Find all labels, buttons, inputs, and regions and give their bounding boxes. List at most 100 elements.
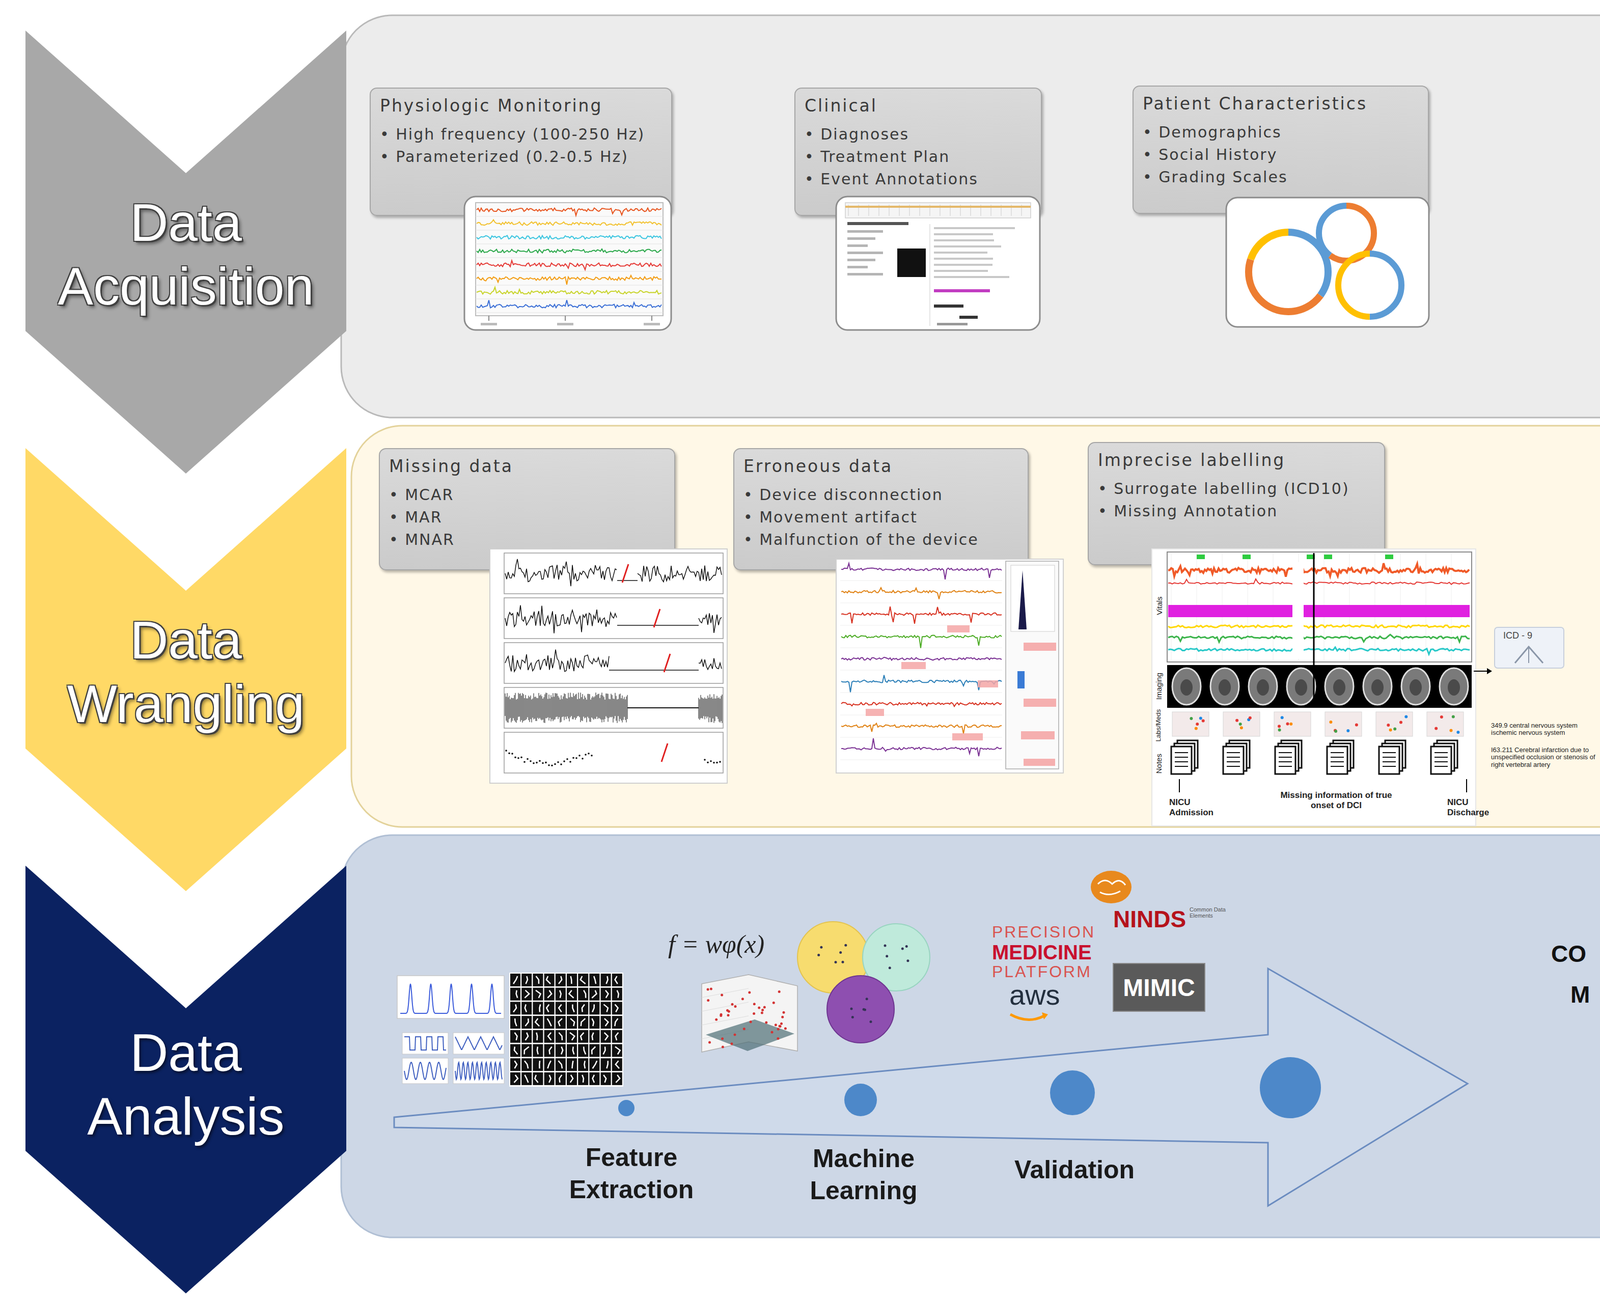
lab-dot bbox=[1389, 728, 1393, 732]
digit-cell bbox=[566, 973, 577, 987]
category-box: Erroneous data• Device disconnection• Mo… bbox=[733, 448, 1029, 571]
digit-cell bbox=[544, 1030, 555, 1043]
data-dot bbox=[508, 752, 511, 755]
digit-stroke bbox=[536, 1032, 538, 1041]
artifact-highlight bbox=[901, 661, 926, 670]
digit-cell bbox=[555, 1044, 566, 1058]
stage-label: Validation bbox=[1014, 1153, 1135, 1186]
cluster bbox=[826, 975, 895, 1043]
lab-dot bbox=[1451, 715, 1455, 719]
waveform bbox=[404, 1062, 447, 1080]
digit-stroke bbox=[514, 1060, 517, 1069]
data-point bbox=[733, 1033, 737, 1036]
axis-label: Notes bbox=[1154, 753, 1164, 774]
digit-stroke bbox=[546, 976, 551, 984]
text-bar bbox=[933, 251, 988, 254]
text-bar bbox=[847, 237, 876, 240]
note-page bbox=[1430, 746, 1452, 775]
digit-cell bbox=[577, 1072, 589, 1086]
data-dot bbox=[517, 757, 520, 760]
bullet-item: • Diagnoses bbox=[804, 123, 1033, 146]
digit-stroke bbox=[558, 1004, 562, 1012]
note-line bbox=[1226, 756, 1240, 758]
note-line bbox=[1434, 756, 1448, 758]
plot-frame bbox=[504, 642, 724, 684]
data-point bbox=[763, 1006, 766, 1009]
text-bar bbox=[847, 244, 868, 247]
data-dot bbox=[532, 762, 535, 765]
digit-cell bbox=[589, 1015, 600, 1029]
signal-trace bbox=[841, 635, 1002, 649]
digit-stroke bbox=[615, 1004, 619, 1012]
digit-cell bbox=[521, 1072, 532, 1086]
artifact-highlight bbox=[1023, 758, 1056, 766]
data-dot bbox=[703, 758, 706, 761]
digit-cell bbox=[532, 1058, 543, 1071]
cluster-point bbox=[834, 960, 838, 964]
lab-dot bbox=[1194, 727, 1198, 731]
mimic-badge bbox=[1113, 963, 1205, 1012]
artifact-highlight bbox=[1023, 642, 1057, 651]
artifact-highlight bbox=[865, 708, 885, 716]
digit-cell bbox=[510, 973, 521, 987]
digit-stroke bbox=[603, 1046, 606, 1055]
pointer-head bbox=[1486, 668, 1493, 675]
data-dot bbox=[578, 754, 581, 757]
digit-stroke bbox=[559, 990, 562, 999]
grid-line bbox=[840, 759, 1003, 761]
note-page bbox=[1171, 746, 1192, 775]
data-dot bbox=[557, 761, 560, 764]
data-point bbox=[721, 1045, 725, 1049]
grid-line bbox=[701, 1002, 749, 1012]
digit-stroke bbox=[561, 1046, 563, 1055]
digit-stroke bbox=[514, 1018, 517, 1027]
text-bar bbox=[933, 269, 988, 272]
gap-marker bbox=[664, 653, 671, 673]
aws-smile bbox=[1010, 1014, 1045, 1020]
analysis-pipeline bbox=[394, 870, 1468, 1206]
lab-dot bbox=[1456, 730, 1460, 734]
bullet-item: • Event Annotations bbox=[804, 168, 1033, 191]
digit-stroke bbox=[549, 1046, 553, 1055]
category-box: Patient Characteristics• Demographics• S… bbox=[1132, 85, 1429, 214]
pointer-line bbox=[1178, 779, 1180, 793]
digit-stroke bbox=[536, 976, 539, 984]
aws-smile-head bbox=[1041, 1012, 1048, 1020]
signal-trace bbox=[841, 606, 1002, 624]
cluster-point bbox=[869, 1020, 873, 1024]
signal-trace bbox=[1168, 563, 1470, 577]
axis-label: Imaging bbox=[1154, 672, 1164, 700]
digit-cell bbox=[612, 1058, 623, 1071]
note-line bbox=[1382, 752, 1396, 754]
digit-stroke bbox=[547, 1018, 552, 1027]
text-bar bbox=[933, 276, 1010, 279]
lab-card bbox=[1223, 711, 1260, 737]
digit-cell bbox=[555, 1015, 566, 1029]
clinical-record-screenshot bbox=[836, 196, 1040, 330]
lab-card bbox=[1274, 711, 1311, 737]
data-dot bbox=[554, 763, 557, 766]
ring-segment bbox=[1338, 253, 1402, 317]
axis-tick bbox=[564, 315, 566, 321]
digit-cell bbox=[612, 1072, 623, 1086]
digit-stroke bbox=[559, 1074, 562, 1083]
data-dot bbox=[547, 764, 550, 767]
brain-fold bbox=[1097, 880, 1126, 895]
text-bar bbox=[933, 227, 1015, 230]
note-line bbox=[1174, 756, 1189, 758]
digit-stroke bbox=[604, 1032, 609, 1041]
digit-cell bbox=[555, 1030, 566, 1043]
digit-cell bbox=[532, 1044, 543, 1058]
bullet-item: • High frequency (100-250 Hz) bbox=[379, 123, 664, 146]
signal-trace bbox=[841, 723, 1002, 734]
digit-stroke bbox=[548, 1074, 551, 1083]
digit-cell bbox=[600, 987, 612, 1001]
note-page bbox=[1378, 746, 1400, 775]
data-dot bbox=[712, 761, 715, 764]
note-line bbox=[1330, 761, 1344, 763]
note-page bbox=[1327, 746, 1348, 775]
logo-text: PLATFORM bbox=[991, 963, 1092, 980]
digit-stroke bbox=[614, 1018, 618, 1027]
digit-cell bbox=[577, 1030, 589, 1043]
signal-trace bbox=[476, 235, 662, 240]
